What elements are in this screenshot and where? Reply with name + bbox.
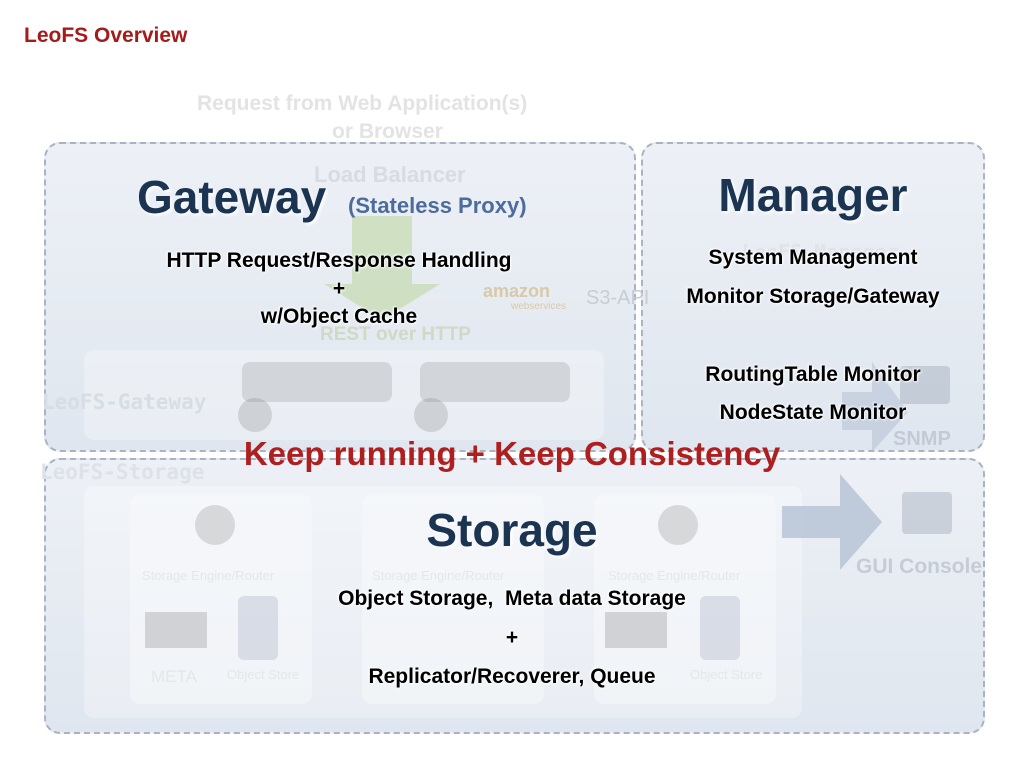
request-label-line1: Request from Web Application(s) [197, 92, 528, 115]
storage-node-box-1 [130, 494, 312, 704]
gear-icon [238, 398, 272, 432]
gateway-inner-box [84, 350, 604, 440]
slide-title: LeoFS Overview [24, 24, 188, 47]
storage-node-box-3 [594, 494, 776, 704]
amazon-logo: amazon webservices [483, 281, 567, 315]
object-store-label: Object Store [690, 667, 763, 682]
manager-line-3: RoutingTable Monitor [705, 363, 921, 386]
storage-engine-label: Storage Engine/Router [372, 568, 505, 583]
gateway-server-icon [242, 362, 392, 402]
storage-title: Storage [426, 504, 598, 556]
gear-icon [414, 398, 448, 432]
database-icon [700, 596, 740, 660]
amazon-logo-sub: webservices [511, 301, 567, 312]
storage-line-1: Object Storage, Meta data Storage [338, 587, 686, 610]
snmp-label: SNMP [893, 428, 951, 450]
manager-line-2: Monitor Storage/Gateway [686, 285, 940, 308]
gear-icon [658, 505, 698, 545]
storage-engine-label: Storage Engine/Router [142, 568, 275, 583]
snmp-arrow-icon [842, 362, 908, 452]
leofs-storage-label: LeoFS-Storage [40, 460, 205, 484]
right-arrow-icon [782, 474, 882, 570]
storage-inner-box [84, 486, 802, 718]
gateway-line-2: + [332, 277, 346, 300]
object-store-label: Object Store [227, 667, 300, 682]
s3-api-label: S3-API [586, 287, 650, 309]
amazon-logo-text: amazon [483, 281, 551, 301]
leofs-gateway-label: LeoFS-Gateway [42, 390, 207, 414]
gateway-line-3: w/Object Cache [260, 305, 418, 328]
gateway-subtitle: (Stateless Proxy) [348, 193, 527, 218]
monitor-icon [900, 366, 950, 404]
gateway-title: Gateway [137, 171, 327, 223]
memory-chip-icon [145, 612, 207, 648]
rest-over-http-label: REST over HTTP [320, 324, 471, 345]
down-arrow-icon [324, 216, 440, 320]
gateway-line-1: HTTP Request/Response Handling [166, 249, 512, 272]
request-label-line2: or Browser [332, 120, 443, 143]
storage-node-box-2 [362, 494, 544, 704]
gateway-server-icon [420, 362, 570, 402]
meta-label: META [151, 667, 197, 686]
database-icon [238, 596, 278, 660]
manager-panel [641, 142, 985, 452]
storage-panel [44, 458, 985, 734]
manager-title: Manager [718, 169, 908, 221]
storage-line-3: Replicator/Recoverer, Queue [368, 665, 656, 688]
manager-line-1: System Management [708, 246, 918, 269]
gear-icon [195, 505, 235, 545]
manager-line-4: NodeState Monitor [719, 401, 907, 424]
memory-chip-icon [605, 612, 667, 648]
leofs-manager-label: LeoFS-Manager [742, 240, 899, 264]
storage-engine-label: Storage Engine/Router [608, 568, 741, 583]
gui-console-label: GUI Console [856, 555, 983, 578]
gateway-panel [44, 142, 636, 452]
keep-consistency-banner: Keep running + Keep Consistency [243, 435, 781, 472]
storage-line-2: + [505, 626, 519, 649]
load-balancer-label: Load Balancer [314, 162, 466, 187]
monitor-icon [902, 492, 952, 534]
